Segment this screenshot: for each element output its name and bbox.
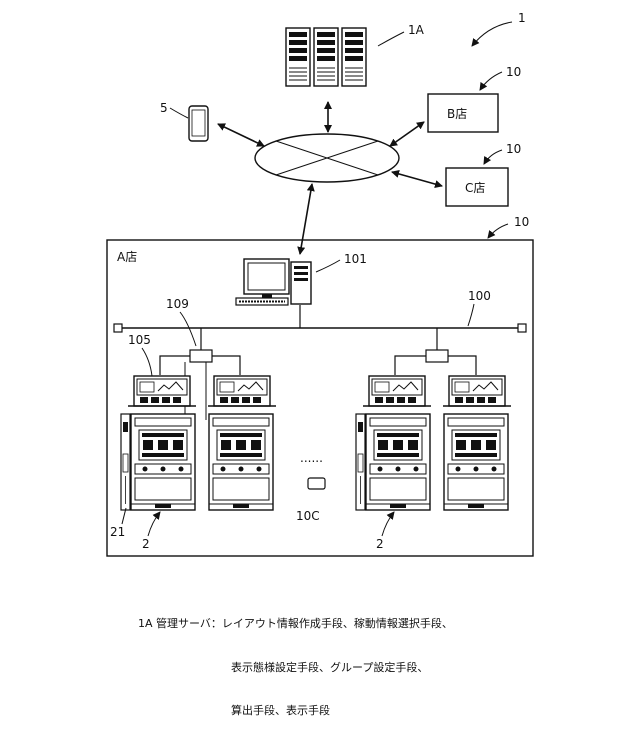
system-diagram: 1A 1 5 B店 10 C店 10 A店 10 (0, 0, 640, 640)
legend-term: 1A 管理サーバ： (138, 617, 222, 630)
management-server (286, 28, 366, 86)
device-ref-label: 10C (296, 509, 320, 523)
side-unit-ref-label: 21 (110, 525, 125, 539)
ellipsis-label: ...... (300, 451, 323, 465)
legend: 1A 管理サーバ：レイアウト情報作成手段、稼動情報選択手段、 表示態様設定手段、… (138, 588, 453, 733)
unit-ref-label: 105 (128, 333, 151, 347)
pc-ref-label: 101 (344, 252, 367, 266)
data-display-units (128, 376, 511, 406)
store-a-link (300, 184, 312, 254)
store-a-ref: 10 (514, 215, 529, 229)
hub-right (426, 350, 448, 362)
system-ref-label: 1 (518, 11, 526, 25)
hub-ref-label: 109 (166, 297, 189, 311)
mobile-device-10c (308, 478, 325, 489)
store-c-ref: 10 (506, 142, 521, 156)
machine-ref-label-left: 2 (142, 537, 150, 551)
server-leader (378, 32, 404, 46)
legend-line-1: 1A 管理サーバ：レイアウト情報作成手段、稼動情報選択手段、 (138, 617, 453, 632)
store-b-label: B店 (447, 107, 467, 121)
legend-text-3: 算出手段、表示手段 (138, 704, 453, 719)
lan-ref-label: 100 (468, 289, 491, 303)
terminal-network-link (218, 124, 264, 146)
terminal-ref-label: 5 (160, 101, 168, 115)
store-b-ref: 10 (506, 65, 521, 79)
system-leader (472, 22, 512, 46)
network-cloud (255, 134, 399, 182)
legend-text-1: レイアウト情報作成手段、稼動情報選択手段、 (222, 617, 453, 630)
store-b-link (390, 122, 424, 146)
server-ref-label: 1A (408, 23, 425, 37)
store-a-label: A店 (117, 250, 137, 264)
mobile-terminal (189, 106, 208, 141)
machine-ref-label-right: 2 (376, 537, 384, 551)
terminal-leader (170, 108, 188, 118)
store-c-link (392, 172, 442, 186)
hall-computer (236, 259, 311, 305)
hub-left (190, 350, 212, 362)
legend-text-2: 表示態様設定手段、グループ設定手段、 (138, 661, 453, 676)
store-c-label: C店 (465, 181, 485, 195)
